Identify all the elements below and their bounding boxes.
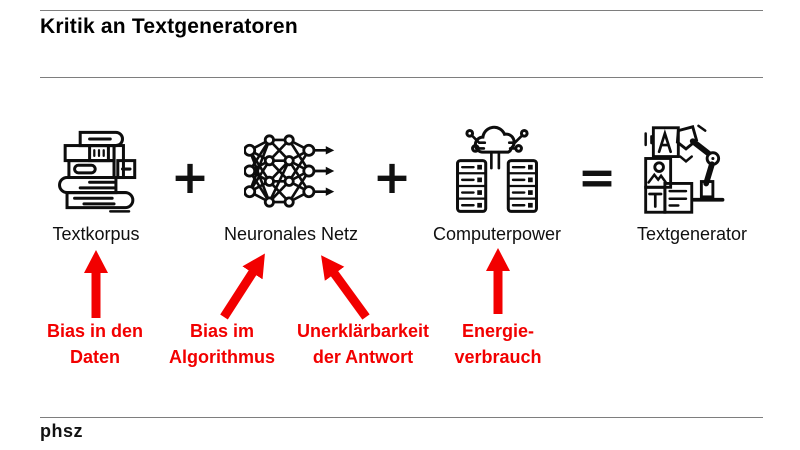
footer-rule: [40, 417, 763, 418]
criticism-line: der Antwort: [312, 347, 414, 367]
item-label-textkorpus: Textkorpus: [52, 224, 140, 244]
slide-title: Kritik an Textgeneratoren: [40, 15, 298, 38]
item-label-computerpower: Computerpower: [432, 224, 562, 244]
criticism-line: Bias in den: [46, 321, 144, 341]
plus-operator: +: [170, 150, 210, 204]
red-arrow-unerklaerbarkeit: [321, 255, 370, 320]
criticism-line: Energie-: [461, 321, 535, 341]
criticism-line: Daten: [69, 347, 120, 367]
server-cloud-icon: [450, 122, 544, 218]
criticism-line: Bias im: [189, 321, 255, 341]
equals-operator: =: [577, 150, 617, 204]
criticism-line: Unerklärbarkeit: [296, 321, 430, 341]
neural-network-icon: [244, 124, 338, 218]
phsz-logo: phsz: [40, 421, 84, 441]
criticism-arrows: [84, 248, 510, 320]
item-label-neuronales-netz: Neuronales Netz: [223, 224, 359, 244]
criticism-unerklaerbarkeit: Unerklärbarkeit der Antwort: [253, 318, 473, 370]
criticism-bias-algorithmus: Bias im Algorithmus: [112, 318, 332, 370]
criticism-line: Algorithmus: [169, 347, 275, 367]
criticism-line: verbrauch: [454, 347, 542, 367]
robot-arm-icon: [638, 121, 734, 219]
item-label-textgenerator: Textgenerator: [636, 224, 748, 244]
books-icon: [52, 122, 146, 218]
title-underline-rule: [40, 77, 763, 78]
criticism-bias-daten: Bias in den Daten: [0, 318, 205, 370]
top-rule: [40, 10, 763, 11]
criticism-energieverbrauch: Energie- verbrauch: [388, 318, 608, 370]
plus-operator: +: [372, 150, 412, 204]
red-arrow-bias-algorithmus: [220, 253, 265, 320]
